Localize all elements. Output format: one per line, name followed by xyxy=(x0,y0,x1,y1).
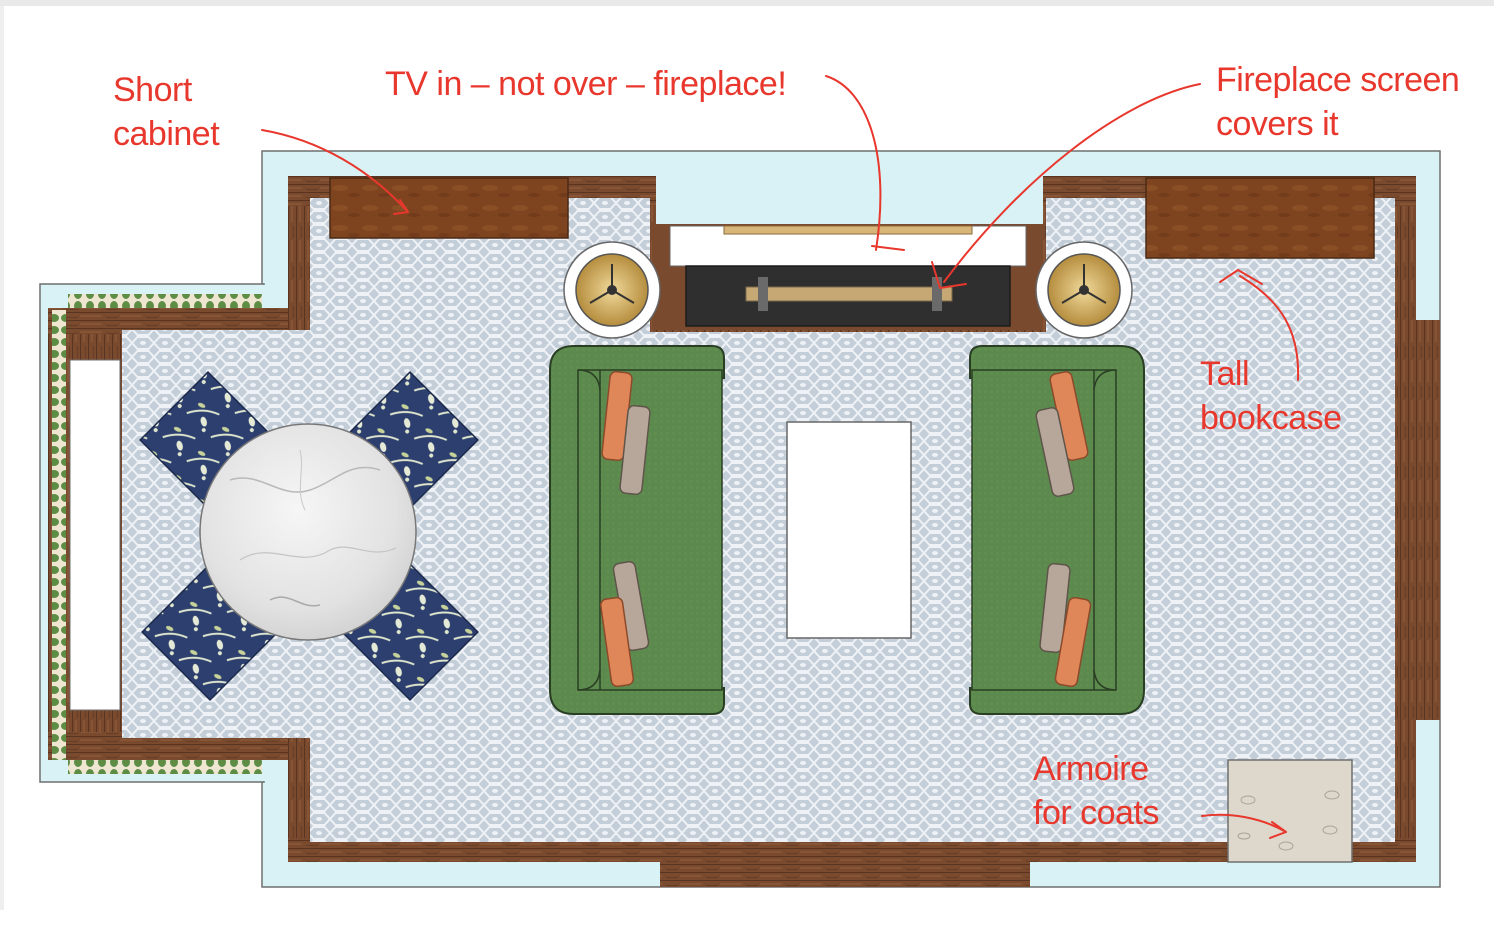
top-border xyxy=(0,0,1494,6)
fireplace xyxy=(652,224,1042,330)
left-border xyxy=(0,6,4,910)
label-tall-bookcase: Tall bookcase xyxy=(1200,355,1342,437)
porch-bench xyxy=(69,359,121,711)
label-fireplace-screen: Fireplace screen covers it xyxy=(1216,61,1460,143)
label-armoire: Armoire for coats xyxy=(1033,750,1159,832)
short-cabinet xyxy=(329,177,569,239)
label-short-cabinet: Short cabinet xyxy=(113,71,220,153)
arrow-armoire xyxy=(1201,813,1287,833)
arrow-bookcase xyxy=(1239,275,1300,381)
arrow-short-cabinet xyxy=(261,129,409,213)
annotation-arrows xyxy=(261,75,1300,839)
coffee-table xyxy=(786,421,912,639)
label-tv: TV in – not over – fireplace! xyxy=(385,65,787,103)
sofa-icon xyxy=(549,345,725,715)
tall-bookcase xyxy=(1145,177,1375,259)
marble-table-icon xyxy=(199,423,417,641)
lamp-icon xyxy=(1035,241,1133,339)
lamp-icon xyxy=(563,241,661,339)
hedge-bottom xyxy=(68,760,262,774)
sofa-icon xyxy=(969,345,1145,715)
arrow-tv xyxy=(825,75,882,251)
armoire xyxy=(1227,759,1353,863)
hedge-top xyxy=(68,294,262,308)
arrow-fireplace-screen xyxy=(943,83,1201,283)
bottom-margin xyxy=(0,910,1494,944)
hedge-left xyxy=(52,310,66,760)
